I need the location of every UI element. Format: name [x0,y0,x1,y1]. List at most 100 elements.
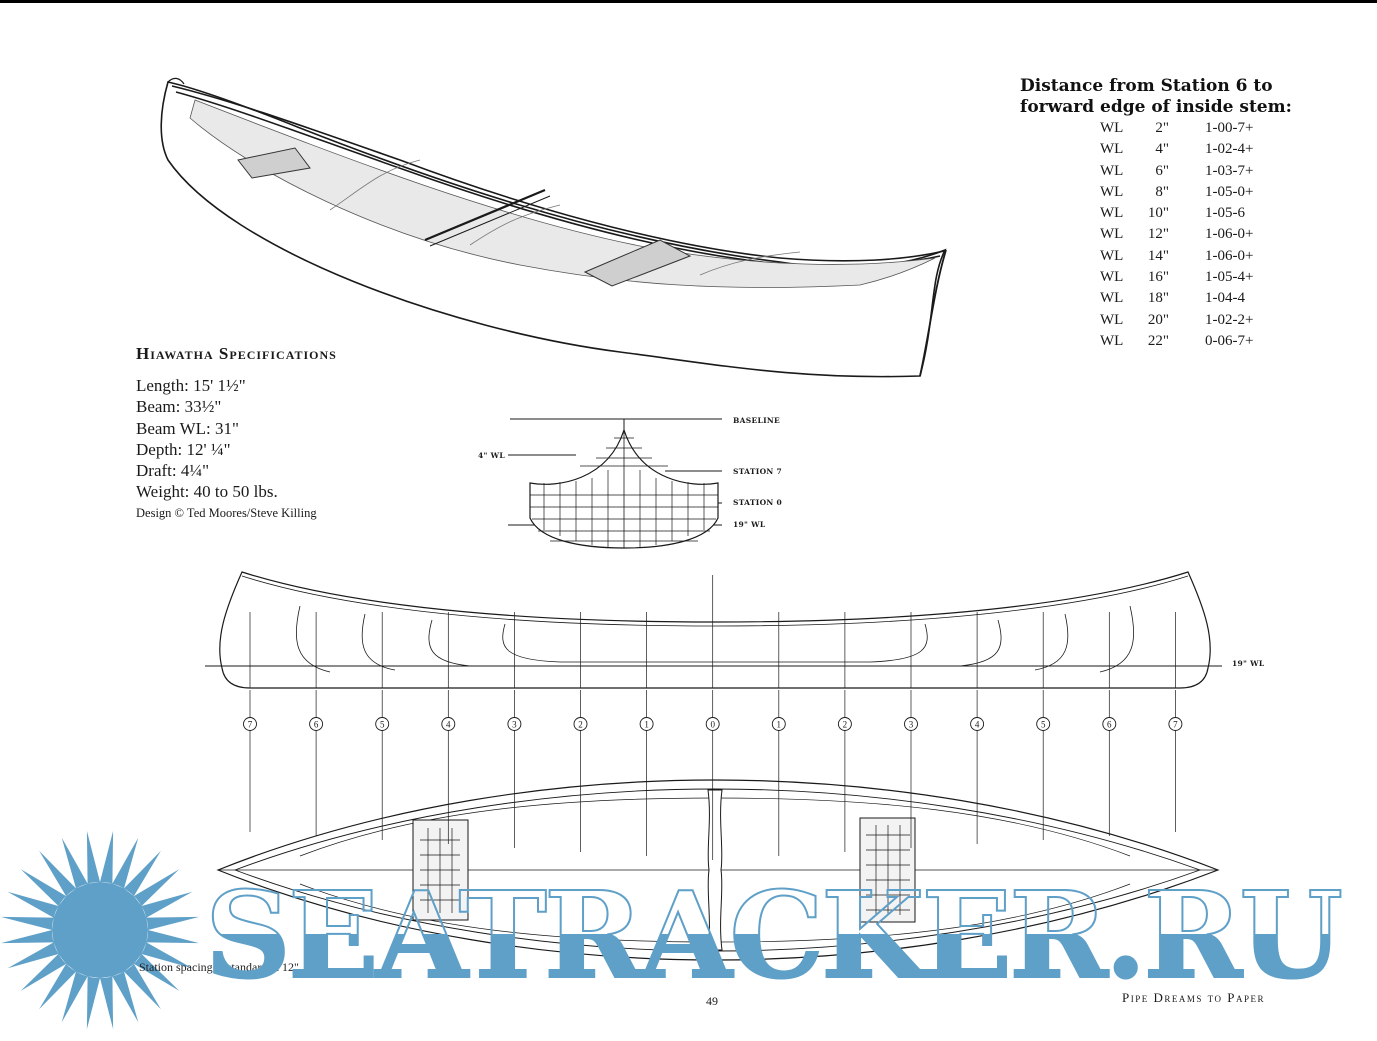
station-number: 6 [314,720,319,730]
spec-weight: Weight: 40 to 50 lbs. [136,482,278,502]
waterline-level: 8" [1155,183,1169,200]
waterline-row: WL 14" 1-06-0+ [1100,246,1253,267]
waterline-level: 10" [1147,205,1169,222]
spec-depth: Depth: 12' ¼" [136,439,231,459]
top-rule [0,0,1377,3]
profile-station-lines [249,575,1176,688]
label-station-7: STATION 7 [733,467,783,476]
page-number: 49 [706,994,718,1008]
station-number: 2 [843,720,848,730]
waterline-level: 16" [1147,269,1169,286]
waterline-distance: 1-06-0+ [1205,247,1254,264]
waterline-prefix: WL [1100,247,1124,264]
waterline-row: WL 22" 0-06-7+ [1100,331,1253,352]
waterline-prefix: WL [1100,269,1124,286]
waterline-row: WL 4" 1-02-4+ [1100,139,1253,160]
specs-list: Length: 15' 1½" Beam: 33½" Beam WL: 31" … [136,375,278,503]
watermark-sun-logo [0,830,200,1030]
waterline-level: 18" [1147,290,1169,307]
spec-beam-wl: Beam WL: 31" [136,418,239,438]
waterline-distance: 1-00-7+ [1205,120,1254,136]
label-baseline: BASELINE [733,416,781,425]
station-number: 6 [1107,720,1112,730]
waterline-row: WL 18" 1-04-4 [1100,288,1253,309]
station-number: 7 [1173,720,1178,730]
watermark-text: SEATRACKER.RU [205,866,1341,1006]
waterline-row: WL 12" 1-06-0+ [1100,224,1253,245]
waterline-prefix: WL [1100,120,1124,136]
station-spacing-note: Station spacing is standard at 12" [139,960,299,974]
station-number: 1 [777,720,782,730]
station-circle [837,717,852,731]
waterline-distance: 1-05-0+ [1205,183,1254,200]
watermark-outline: SEATRACKER.RU [204,866,1344,1006]
spec-length: Length: 15' 1½" [136,376,246,395]
waterline-distance: 1-04-4 [1205,290,1245,307]
running-footer: Pipe Dreams to Paper [1122,990,1265,1005]
label-19in-wl: 19" WL [733,520,766,529]
waterline-distance: 1-02-2+ [1205,311,1254,328]
label-4in-wl: 4" WL [478,451,505,460]
station-circle [243,717,257,731]
station-number: 4 [975,720,980,730]
station-circle [1036,717,1051,731]
body-plan-section [508,418,722,549]
station-number: 1 [644,720,649,730]
waterline-prefix: WL [1100,226,1124,243]
distance-heading-line1: Distance from Station 6 to [1020,76,1273,96]
station-number: 5 [1041,720,1046,730]
specs-title: Hiawatha Specifications [136,344,337,363]
waterline-level: 2" [1155,120,1169,136]
waterline-prefix: WL [1100,205,1124,222]
station-circle [441,717,456,731]
waterline-prefix: WL [1100,290,1124,307]
waterline-prefix: WL [1100,183,1124,200]
label-station-0: STATION 0 [733,498,783,507]
canoe-perspective-illustration [160,77,947,378]
waterline-prefix: WL [1100,332,1124,349]
waterline-distance-table: WL 2" 1-00-7+ WL 4" 1-02-4+ WL 6" 1-03-7+ WL 8" 1-0… [1100,118,1253,352]
waterline-row: WL 2" 1-00-7+ [1100,118,1253,139]
waterline-distance: 1-02-4+ [1205,141,1254,158]
station-number: 7 [248,720,253,730]
distance-heading: Distance from Station 6 to forward edge … [1020,76,1292,118]
waterline-prefix: WL [1100,162,1124,179]
station-number: 5 [380,720,385,730]
station-circle [771,717,786,731]
station-circle [375,717,390,731]
station-circle [507,717,522,731]
waterline-level: 4" [1155,141,1169,158]
spec-draft: Draft: 4¼" [136,461,210,481]
waterline-level: 14" [1147,247,1169,264]
station-number: 3 [512,720,517,730]
station-number: 0 [710,720,715,730]
waterline-distance: 0-06-7+ [1205,332,1254,349]
waterline-distance: 1-05-4+ [1205,269,1254,286]
waterline-level: 22" [1147,332,1169,349]
waterline-prefix: WL [1100,311,1124,328]
waterline-prefix: WL [1100,141,1124,158]
distance-heading-line2: forward edge of inside stem: [1020,97,1292,117]
waterline-distance: 1-03-7+ [1205,162,1254,179]
station-circle [1168,717,1183,731]
design-credit: Design © Ted Moores/Steve Killing [136,506,317,520]
station-number: 2 [578,720,583,730]
profile-19in-wl-label: 19" WL [1232,659,1265,668]
waterline-level: 6" [1155,162,1169,179]
station-circle [1102,717,1117,731]
station-number: 4 [446,720,451,730]
waterline-row: WL 8" 1-05-0+ [1100,182,1253,203]
waterline-distance: 1-06-0+ [1205,226,1254,243]
station-circle [639,717,654,731]
canoe-profile-drawing [205,571,1222,689]
station-circle [705,717,720,731]
station-circle [309,717,324,731]
canoe-plan-view [216,779,1220,961]
spec-beam: Beam: 33½" [136,397,222,417]
station-circle [904,717,918,731]
waterline-level: 12" [1147,226,1169,243]
